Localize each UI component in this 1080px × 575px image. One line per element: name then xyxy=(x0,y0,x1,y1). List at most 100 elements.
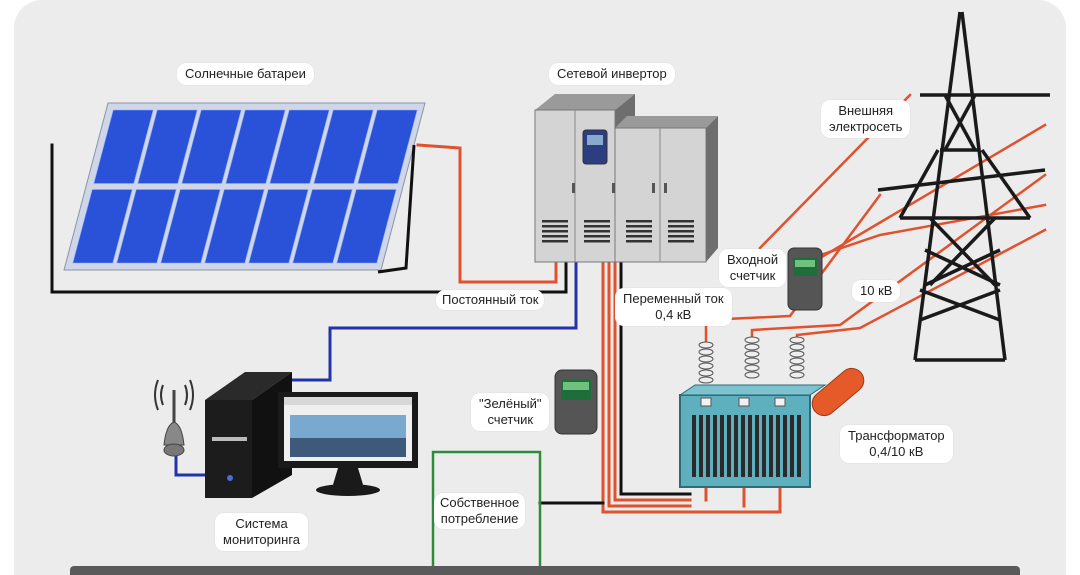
vent-slot xyxy=(668,225,694,228)
hv-wire-red-6 xyxy=(818,123,1047,260)
bushing-disc xyxy=(744,364,760,372)
vent-slot xyxy=(584,220,610,223)
transformer-fin xyxy=(769,415,773,477)
vent-slot xyxy=(626,240,652,243)
transformer-fin xyxy=(720,415,724,477)
vent-slot xyxy=(584,235,610,238)
bottom-scroll-bar xyxy=(70,566,1020,575)
vent-slot xyxy=(584,230,610,233)
bushing-disc xyxy=(698,341,714,349)
label-10kv: 10 кВ xyxy=(852,280,901,302)
dc-wire-red xyxy=(416,143,558,284)
solar-cell xyxy=(292,189,353,264)
transformer-fin xyxy=(706,415,710,477)
transformer-fin xyxy=(797,415,801,477)
low-voltage-terminal xyxy=(774,397,786,407)
bushing-disc xyxy=(698,369,714,377)
ac-wire-black xyxy=(619,260,692,496)
vent-slot xyxy=(584,240,610,243)
solar-cell xyxy=(72,189,133,264)
vent-slot xyxy=(542,230,568,233)
solar-cell xyxy=(137,109,198,184)
diagram-canvas: Солнечные батареи Сетевой инвертор Внешн… xyxy=(14,0,1066,575)
solar-cell xyxy=(336,189,397,264)
ac-wire-red-3 xyxy=(613,260,692,502)
hv-wire-red-1 xyxy=(704,193,882,347)
vent-slot xyxy=(626,235,652,238)
transformer-fin xyxy=(734,415,738,477)
grid-inverter xyxy=(534,94,718,263)
solar-cell xyxy=(357,109,418,184)
cabinet-handle xyxy=(572,183,575,193)
vent-slot xyxy=(542,225,568,228)
bushing-disc xyxy=(789,357,805,365)
ac-wire-red-1 xyxy=(601,260,692,514)
transformer-fin xyxy=(741,415,745,477)
low-voltage-terminal xyxy=(738,397,750,407)
vent-slot xyxy=(626,230,652,233)
solar-cell xyxy=(204,189,265,264)
power-tower xyxy=(877,11,1050,362)
transformer-bushings xyxy=(698,336,805,407)
monitoring-computer xyxy=(205,372,418,498)
bushing-disc xyxy=(789,350,805,358)
solar-cell xyxy=(269,109,330,184)
input-meter xyxy=(787,247,823,311)
transformer-fin xyxy=(727,415,731,477)
green-meter xyxy=(554,369,598,435)
bushing-disc xyxy=(744,357,760,365)
vent-slot xyxy=(668,220,694,223)
transformer-fin xyxy=(699,415,703,477)
vent-slot xyxy=(668,230,694,233)
low-voltage-terminal xyxy=(700,397,712,407)
bushing-disc xyxy=(789,364,805,372)
cabinet-handle xyxy=(652,183,655,193)
transformer-fin xyxy=(748,415,752,477)
ac-wire-red-2 xyxy=(607,260,692,508)
label-solar-panels: Солнечные батареи xyxy=(177,63,314,85)
transformer-fin xyxy=(783,415,787,477)
diagram-graphic xyxy=(50,11,1050,575)
label-external-grid: Внешняя электросеть xyxy=(821,100,911,138)
label-grid-inverter: Сетевой инвертор xyxy=(549,63,675,85)
bushing-disc xyxy=(744,371,760,379)
transformer xyxy=(678,336,865,488)
hv-wire-red-2 xyxy=(750,173,1047,342)
bushing-disc xyxy=(698,355,714,363)
solar-cell xyxy=(116,189,177,264)
bushing-disc xyxy=(789,343,805,351)
vent-slot xyxy=(626,220,652,223)
bushing-disc xyxy=(744,350,760,358)
transformer-fin xyxy=(755,415,759,477)
cabinet-handle xyxy=(612,183,615,193)
label-green-meter: "Зелёный" счетчик xyxy=(471,393,550,431)
transformer-fins xyxy=(692,415,801,477)
transformer-fin xyxy=(713,415,717,477)
vent-slot xyxy=(542,240,568,243)
solar-cell xyxy=(93,109,154,184)
inverter-vents xyxy=(542,183,694,243)
solar-panel-array xyxy=(63,102,426,274)
vent-slot xyxy=(668,235,694,238)
transformer-fin xyxy=(692,415,696,477)
transformer-fin xyxy=(790,415,794,477)
vent-slot xyxy=(542,220,568,223)
label-own-consumption: Собственное потребление xyxy=(434,493,526,529)
vent-slot xyxy=(584,225,610,228)
solar-cells xyxy=(72,109,418,264)
bushing-disc xyxy=(744,336,760,344)
antenna-icon xyxy=(154,379,194,457)
solar-cell xyxy=(181,109,242,184)
bushing-disc xyxy=(698,348,714,356)
own-consumption-box xyxy=(431,450,542,575)
cabinet-handle xyxy=(664,183,667,193)
transformer-fin xyxy=(776,415,780,477)
conservator-tank xyxy=(811,367,865,417)
solar-cell xyxy=(160,189,221,264)
solar-cell xyxy=(313,109,374,184)
panel-stand xyxy=(377,144,416,274)
monitoring-wire-blue xyxy=(290,260,578,382)
label-monitoring-system: Система мониторинга xyxy=(215,513,309,551)
bushing-disc xyxy=(789,336,805,344)
vent-slot xyxy=(542,235,568,238)
